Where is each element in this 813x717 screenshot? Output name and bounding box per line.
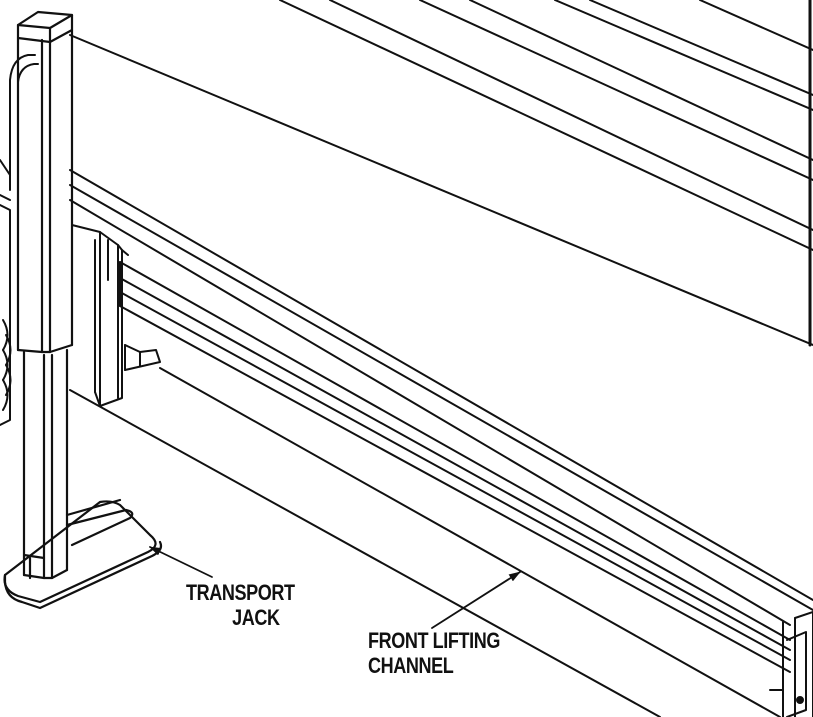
- front-lifting-channel-label-line2: CHANNEL: [368, 653, 454, 678]
- transport-jack-label: TRANSPORT JACK: [186, 580, 295, 630]
- transport-jack-label-line2: JACK: [232, 605, 280, 630]
- transport-jack-post: [16, 10, 74, 580]
- safety-chain: [0, 204, 12, 426]
- transport-jack-foot: [3, 498, 163, 610]
- channel-end-bracket: [769, 611, 813, 717]
- jack-mounting-bracket: [71, 224, 161, 407]
- leader-arrows: [149, 546, 521, 629]
- transport-jack-label-line1: TRANSPORT: [186, 580, 295, 605]
- front-lifting-channel-shape: [69, 199, 791, 717]
- upper-frame-rail: [279, 0, 813, 347]
- front-lifting-channel-label-line1: FRONT LIFTING: [368, 628, 500, 653]
- front-lifting-channel-label: FRONT LIFTING CHANNEL: [368, 628, 500, 678]
- front-lifting-channel-leader: [431, 571, 521, 629]
- main-panel: [69, 34, 813, 611]
- transport-jack-leader: [149, 546, 213, 578]
